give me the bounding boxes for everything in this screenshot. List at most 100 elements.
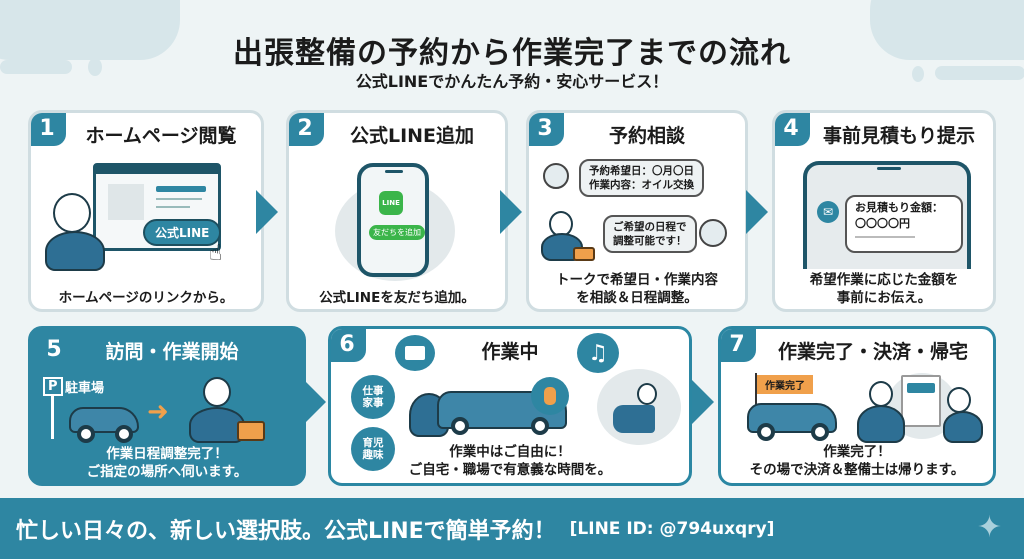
step-title: 公式LINE追加 [349, 125, 475, 147]
step-title: 作業中 [481, 341, 539, 363]
step-number: 5 [46, 336, 62, 362]
bg-decoration [912, 66, 924, 82]
user-avatar [53, 193, 91, 233]
step-card-1: 1 ホームページ閲覧 公式LINE ☝ ホームページのリンクから。 [28, 110, 264, 312]
customer-woman-avatar [699, 219, 727, 247]
mechanic-illustration [857, 405, 905, 443]
arrow-right-icon: ➜ [147, 397, 169, 427]
step-title: 予約相談 [608, 125, 685, 147]
customer-avatar [543, 163, 569, 189]
estimate-message-bubble: お見積もり金額： 〇〇〇〇円 [845, 195, 963, 253]
footer-tagline: 忙しい日々の、新しい選択肢。公式LINEで簡単予約！ [16, 518, 556, 544]
step-card-4: 4 事前見積もり提示 ✉ お見積もり金額： 〇〇〇〇円 希望作業に応じた金額を … [772, 110, 996, 312]
parking-label: 駐車場 [65, 381, 105, 396]
step-card-7: 7 作業完了・決済・帰宅 作業完了 作業完了！ その場で決済＆整備士は帰ります。 [718, 326, 996, 486]
arrow-right-icon [500, 190, 522, 234]
car-wheel [757, 423, 775, 441]
music-note-icon: ♫ [577, 333, 619, 373]
step-card-2: 2 公式LINE追加 LINE 友だちを追加 公式LINEを友だち追加。 [286, 110, 508, 312]
step-number: 2 [289, 113, 324, 146]
step-caption: 希望作業に応じた金額を 事前にお伝え。 [775, 271, 993, 307]
relaxing-person-illustration [597, 369, 681, 445]
step-title: ホームページ閲覧 [85, 125, 237, 147]
step-caption: 作業日程調整完了！ ご指定の場所へ伺います。 [31, 445, 303, 481]
step-card-6: 6 作業中 仕事家事 育児趣味 ♫ 作業中はご自由に！ ご自宅・職場で有意義な時… [328, 326, 692, 486]
parking-sign-icon: P [43, 377, 63, 396]
mechanic-avatar [869, 381, 893, 407]
estimate-value: 〇〇〇〇円 [855, 217, 910, 230]
message-line: 調整可能です！ [613, 235, 687, 247]
caption-line: ご指定の場所へ伺います。 [86, 464, 248, 480]
customer-message-bubble: 予約希望日：〇月〇日 作業内容：オイル交換 [579, 159, 704, 197]
mechanic-avatar [203, 377, 231, 407]
caption-line: 事前にお伝え。 [836, 290, 932, 306]
mechanic-avatar [549, 211, 573, 237]
line-id[interactable]: [LINE ID: @794uxqry] [569, 518, 775, 539]
bubble-label: 家事 [362, 397, 384, 409]
step-number: 3 [529, 113, 564, 146]
bubble-label: 趣味 [362, 449, 384, 461]
side-bubble-childcare: 育児趣味 [351, 427, 395, 471]
caption-line: 作業完了！ [823, 444, 891, 460]
pointer-hand-icon: ☝ [209, 241, 223, 266]
page-title: 出張整備の予約から作業完了までの流れ [233, 36, 791, 71]
side-bubble-work: 仕事家事 [351, 375, 395, 419]
toolbox-icon [573, 247, 595, 261]
customer-illustration [943, 411, 983, 443]
bubble-label: 育児 [362, 437, 384, 449]
arrow-right-icon [692, 380, 714, 424]
staff-message-bubble: ご希望の日程で 調整可能です！ [603, 215, 697, 253]
phone-illustration [357, 163, 429, 277]
caption-line: 希望作業に応じた金額を [809, 272, 959, 288]
user-illustration [45, 231, 105, 271]
bg-decoration [0, 0, 180, 60]
car-wheel [531, 417, 549, 435]
envelope-icon: ✉ [817, 201, 839, 223]
step-card-3: 3 予約相談 予約希望日：〇月〇日 作業内容：オイル交換 ご希望の日程で 調整可… [526, 110, 748, 312]
step-caption: ホームページのリンクから。 [58, 290, 234, 306]
step-number: 7 [721, 329, 756, 362]
child-icon [531, 377, 569, 415]
car-wheel [451, 417, 469, 435]
arrow-right-icon [256, 190, 278, 234]
invoice-icon [901, 375, 941, 427]
step-title: 事前見積もり提示 [822, 125, 975, 147]
profile-photo [108, 184, 144, 220]
official-line-button[interactable]: 公式LINE [143, 219, 222, 246]
bg-decoration [935, 66, 1024, 80]
estimate-label: お見積もり金額： [855, 201, 943, 214]
step-title: 作業完了・決済・帰宅 [777, 341, 968, 363]
bubble-label: 仕事 [362, 385, 384, 397]
bg-decoration [870, 0, 1024, 60]
step-caption: 公式LINEを友だち追加。 [319, 290, 475, 306]
bg-decoration [0, 60, 72, 74]
completion-flag: 作業完了 [757, 375, 813, 394]
message-line: 作業内容：オイル交換 [589, 179, 694, 191]
sparkle-icon: ✦ [976, 510, 1002, 545]
caption-line: 作業中はご自由に！ [449, 444, 571, 460]
message-line: ご希望の日程で [613, 221, 687, 233]
caption-line: その場で決済＆整備士は帰ります。 [749, 462, 965, 478]
caption-line: ご自宅・職場で有意義な時間を。 [408, 462, 612, 478]
caption-line: トークで希望日・作業内容 [556, 272, 718, 288]
step-number: 4 [775, 113, 810, 146]
caption-line: を相談＆日程調整。 [576, 290, 698, 306]
car-wheel [115, 425, 133, 443]
parking-pole [51, 395, 54, 439]
car-wheel [77, 425, 95, 443]
car-wheel [811, 423, 829, 441]
line-logo-icon: LINE [379, 191, 403, 215]
add-friend-button[interactable]: 友だちを追加 [369, 225, 425, 240]
message-line: 予約希望日：〇月〇日 [589, 165, 694, 177]
step-number: 1 [31, 113, 66, 146]
step-caption: 作業中はご自由に！ ご自宅・職場で有意義な時間を。 [331, 443, 689, 479]
caption-line: 作業日程調整完了！ [106, 446, 228, 462]
customer-avatar [947, 387, 971, 413]
step-title: 訪問・作業開始 [105, 341, 239, 363]
toolbox-icon [237, 421, 265, 441]
laptop-icon [395, 335, 435, 371]
step-number: 6 [331, 329, 366, 362]
step-card-5: 5 訪問・作業開始 P 駐車場 ➜ 作業日程調整完了！ ご指定の場所へ伺います。 [28, 326, 306, 486]
arrow-right-icon [304, 380, 326, 424]
mechanic-illustration [189, 407, 245, 443]
